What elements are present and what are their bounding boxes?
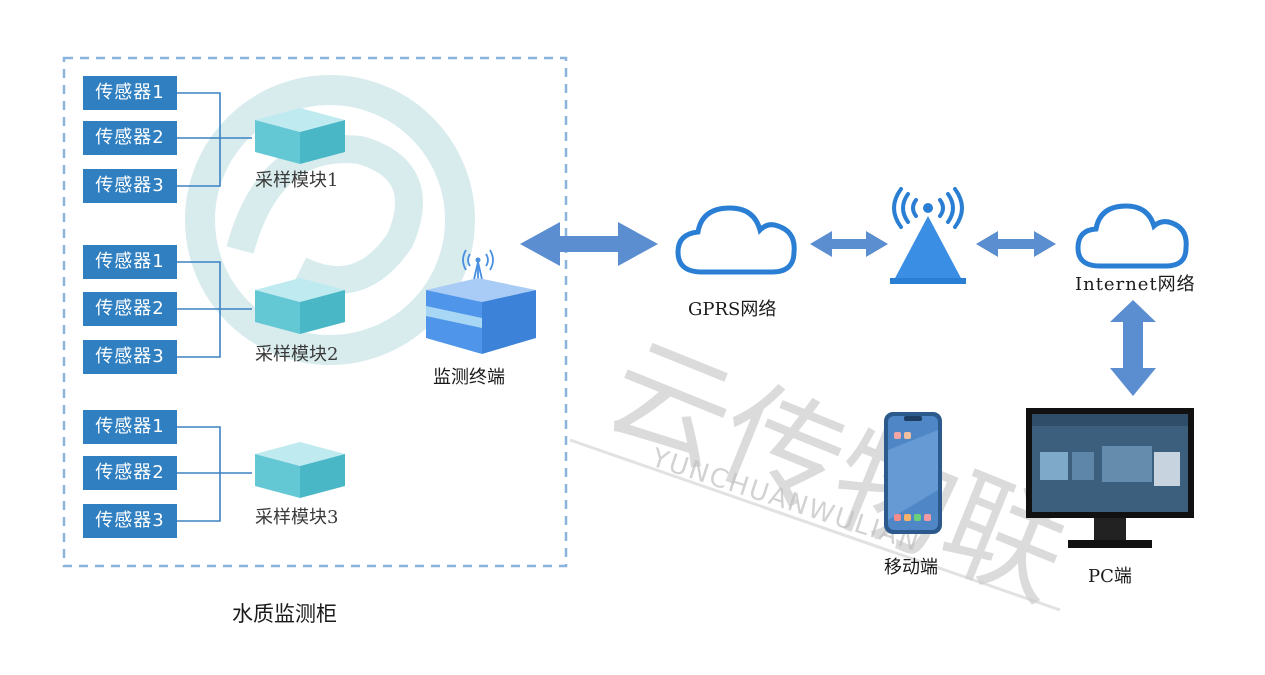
monitoring-terminal-label: 监测终端 <box>433 367 505 388</box>
sensor-3-group-2: 传感器3 <box>83 340 177 374</box>
sensor-1-group-3: 传感器1 <box>83 410 177 444</box>
internet-cloud-icon <box>1075 203 1189 269</box>
arrow-tower-internet <box>976 231 1056 257</box>
signal-tower-icon <box>890 187 966 284</box>
sensor-2-group-3: 传感器2 <box>83 456 177 490</box>
pc-label: PC端 <box>1088 566 1132 587</box>
sensor-1-group-2: 传感器1 <box>83 245 177 279</box>
mobile-label: 移动端 <box>884 557 938 578</box>
sampling-module-label-2: 采样模块2 <box>255 344 339 365</box>
sensor-3-group-1: 传感器3 <box>83 169 177 203</box>
sensor-3-group-3: 传感器3 <box>83 504 177 538</box>
gprs-cloud-icon <box>675 205 797 275</box>
sampling-module-label-1: 采样模块1 <box>255 170 339 191</box>
sensor-2-group-1: 传感器2 <box>83 121 177 155</box>
arrow-internet-pc <box>1110 300 1156 396</box>
monitoring-terminal-icon <box>426 249 536 354</box>
internet-network-label: Internet网络 <box>1075 274 1196 295</box>
cabinet-title: 水质监测柜 <box>232 602 337 626</box>
sampling-module-icon-3 <box>255 442 345 498</box>
sampling-module-label-3: 采样模块3 <box>255 507 339 528</box>
arrow-gprs-tower <box>810 231 888 257</box>
sampling-module-icon-1 <box>255 108 345 164</box>
arrow-terminal-gprs <box>520 222 658 266</box>
sampling-module-icon-2 <box>255 278 345 334</box>
sensor-1-group-1: 传感器1 <box>83 76 177 110</box>
gprs-network-label: GPRS网络 <box>688 299 777 320</box>
pc-monitor-icon <box>1026 408 1194 548</box>
mobile-phone-icon <box>884 412 942 534</box>
sensor-2-group-2: 传感器2 <box>83 292 177 326</box>
